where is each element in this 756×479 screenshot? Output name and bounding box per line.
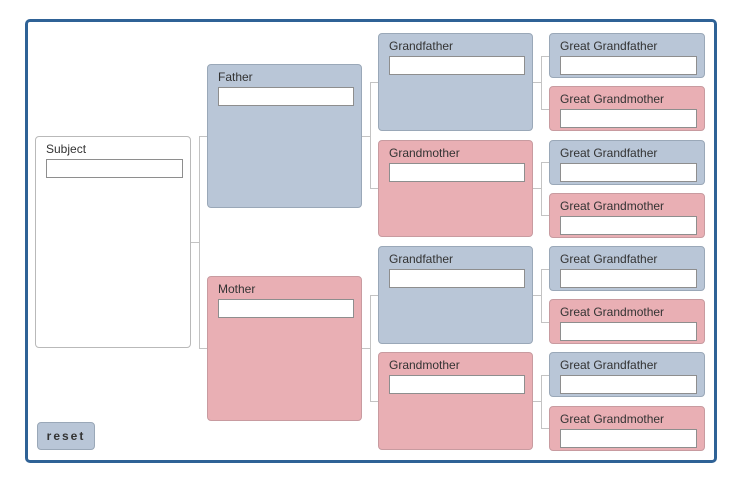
great-grandmother-label-4: Great Grandmother	[560, 412, 665, 426]
great-grandmother-input-3[interactable]	[560, 322, 697, 341]
father-card: Father	[207, 64, 362, 208]
connector-gp3-vertical	[541, 269, 542, 322]
great-grandfather-card-2: Great Grandfather	[549, 140, 705, 185]
reset-button[interactable]: reset	[37, 422, 95, 450]
connector-gp3-bottom	[541, 322, 549, 323]
mother-card: Mother	[207, 276, 362, 421]
great-grandmother-label-2: Great Grandmother	[560, 199, 665, 213]
connector-subject-vertical	[199, 136, 200, 348]
connector-to-mat-grandfather	[370, 295, 378, 296]
great-grandfather-label-1: Great Grandfather	[560, 39, 658, 53]
connector-gp4-stem	[533, 401, 541, 402]
great-grandmother-label-1: Great Grandmother	[560, 92, 665, 106]
great-grandmother-card-2: Great Grandmother	[549, 193, 705, 238]
great-grandmother-label-3: Great Grandmother	[560, 305, 665, 319]
connector-gp3-top	[541, 269, 549, 270]
paternal-grandfather-input[interactable]	[389, 56, 525, 75]
great-grandmother-card-4: Great Grandmother	[549, 406, 705, 451]
connector-gp4-top	[541, 375, 549, 376]
paternal-grandfather-label: Grandfather	[389, 39, 454, 53]
connector-gp2-bottom	[541, 215, 549, 216]
maternal-grandfather-label: Grandfather	[389, 252, 454, 266]
connector-to-mat-grandmother	[370, 401, 378, 402]
connector-mother-stem	[362, 348, 370, 349]
connector-to-pat-grandfather	[370, 82, 378, 83]
maternal-grandmother-card: Grandmother	[378, 352, 533, 450]
paternal-grandmother-card: Grandmother	[378, 140, 533, 237]
connector-to-pat-grandmother	[370, 188, 378, 189]
great-grandfather-label-3: Great Grandfather	[560, 252, 658, 266]
connector-gp2-top	[541, 162, 549, 163]
connector-gp4-vertical	[541, 375, 542, 428]
maternal-grandfather-card: Grandfather	[378, 246, 533, 344]
great-grandmother-card-1: Great Grandmother	[549, 86, 705, 131]
great-grandfather-card-4: Great Grandfather	[549, 352, 705, 397]
paternal-grandmother-label: Grandmother	[389, 146, 460, 160]
father-name-input[interactable]	[218, 87, 354, 106]
connector-to-father	[199, 136, 207, 137]
connector-gp4-bottom	[541, 428, 549, 429]
subject-label: Subject	[46, 142, 87, 156]
great-grandmother-input-4[interactable]	[560, 429, 697, 448]
maternal-grandmother-label: Grandmother	[389, 358, 460, 372]
great-grandfather-input-4[interactable]	[560, 375, 697, 394]
great-grandmother-input-1[interactable]	[560, 109, 697, 128]
paternal-grandfather-card: Grandfather	[378, 33, 533, 131]
connector-gp2-stem	[533, 188, 541, 189]
connector-to-mother	[199, 348, 207, 349]
great-grandmother-card-3: Great Grandmother	[549, 299, 705, 344]
great-grandfather-input-1[interactable]	[560, 56, 697, 75]
mother-name-input[interactable]	[218, 299, 354, 318]
maternal-grandmother-input[interactable]	[389, 375, 525, 394]
subject-card: Subject	[35, 136, 191, 348]
great-grandfather-label-4: Great Grandfather	[560, 358, 658, 372]
mother-label: Mother	[218, 282, 256, 296]
great-grandmother-input-2[interactable]	[560, 216, 697, 235]
subject-name-input[interactable]	[46, 159, 183, 178]
great-grandfather-card-3: Great Grandfather	[549, 246, 705, 291]
connector-gp1-vertical	[541, 56, 542, 109]
connector-subject-stem	[191, 242, 199, 243]
connector-gp1-stem	[533, 82, 541, 83]
maternal-grandfather-input[interactable]	[389, 269, 525, 288]
paternal-grandmother-input[interactable]	[389, 163, 525, 182]
connector-gp1-bottom	[541, 109, 549, 110]
great-grandfather-card-1: Great Grandfather	[549, 33, 705, 78]
connector-father-vertical	[370, 82, 371, 188]
connector-mother-vertical	[370, 295, 371, 401]
connector-gp1-top	[541, 56, 549, 57]
connector-gp3-stem	[533, 295, 541, 296]
great-grandfather-label-2: Great Grandfather	[560, 146, 658, 160]
father-label: Father	[218, 70, 253, 84]
connector-gp2-vertical	[541, 162, 542, 215]
connector-father-stem	[362, 136, 370, 137]
great-grandfather-input-2[interactable]	[560, 163, 697, 182]
great-grandfather-input-3[interactable]	[560, 269, 697, 288]
